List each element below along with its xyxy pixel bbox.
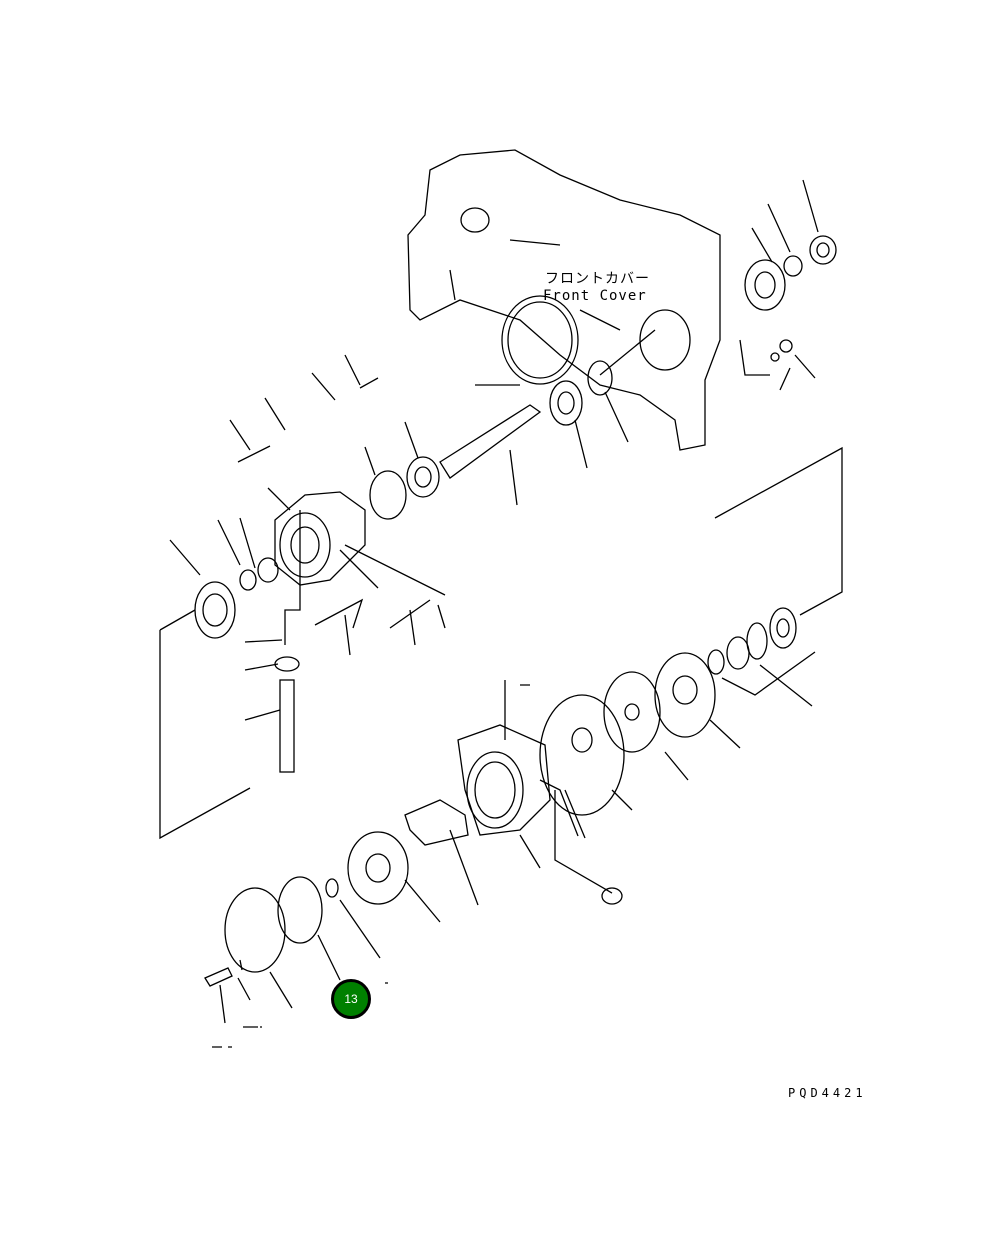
pump-housing-parts xyxy=(204,680,623,1048)
front-cover-label-en: Front Cover xyxy=(543,288,647,304)
front-cover-part xyxy=(407,149,721,451)
plate-seal-parts xyxy=(539,446,843,816)
callout-13[interactable]: 13 xyxy=(331,979,371,1019)
gear-washer-nut-parts xyxy=(739,179,837,391)
pump-bracket-parts xyxy=(159,354,446,840)
front-cover-label-jp: フロントカバー xyxy=(545,271,650,287)
shaft-bearing-parts xyxy=(364,329,656,520)
drawing-code: PQD4421 xyxy=(788,1086,867,1100)
